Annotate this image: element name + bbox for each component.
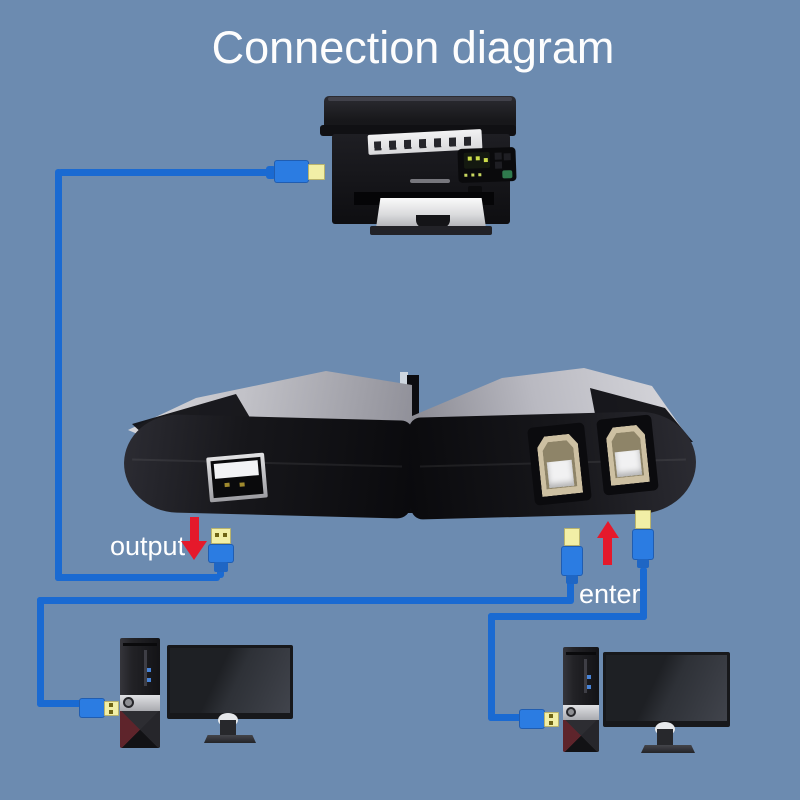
output-connector-neck bbox=[214, 562, 228, 572]
printer-side-tab bbox=[468, 186, 482, 197]
right-tower-port-strip bbox=[584, 659, 587, 693]
usb-cable-printer-bottom bbox=[55, 574, 220, 581]
usb-b-input-port-1 bbox=[527, 422, 592, 506]
red-arrow-up-icon bbox=[597, 521, 619, 538]
left-pc-connector-contact bbox=[109, 703, 113, 707]
usb-cable-inputA-vertical bbox=[567, 581, 574, 603]
printer-tray-rim bbox=[370, 226, 492, 235]
right-tower-usb-ports bbox=[587, 675, 591, 679]
printer-model-text-bar bbox=[410, 179, 450, 183]
usb-b-port-1-tongue bbox=[546, 459, 575, 489]
usb-cable-printer-left-vertical bbox=[55, 169, 62, 581]
enter-label: enter bbox=[579, 579, 641, 609]
right-monitor-base bbox=[641, 745, 695, 753]
inputB-usb-connector bbox=[632, 529, 654, 560]
usb-cable-right-pc-stub bbox=[488, 714, 524, 721]
right-monitor-stand-neck bbox=[657, 729, 673, 746]
output-label: output bbox=[110, 531, 186, 561]
right-tower-drive-slot bbox=[566, 652, 596, 655]
printer-display-glyphs bbox=[467, 156, 472, 161]
usb-b-input-port-2 bbox=[596, 414, 659, 496]
left-pc-connector-tip bbox=[104, 701, 119, 716]
right-pc-connector-contact bbox=[549, 714, 553, 718]
printer-indicator-leds bbox=[464, 173, 468, 177]
printer-buttons bbox=[494, 152, 502, 160]
right-monitor-screen bbox=[603, 652, 730, 727]
usb-cable-inputB-vertical bbox=[640, 567, 647, 620]
left-monitor-stand-neck bbox=[220, 720, 236, 736]
usb-cable-right-pc-vertical bbox=[488, 613, 495, 721]
printer-usb-connector-tip bbox=[308, 164, 325, 180]
usb-cable-left-pc-horizontal bbox=[37, 597, 574, 604]
left-monitor-base bbox=[204, 735, 256, 743]
left-tower-port-strip bbox=[144, 650, 147, 686]
printer-display bbox=[463, 151, 491, 169]
inputA-usb-connector bbox=[561, 546, 583, 576]
printer-usb-connector bbox=[274, 160, 309, 183]
printer-lid-edge bbox=[320, 125, 516, 136]
inputA-connector-tip bbox=[564, 528, 580, 546]
switch-front-face bbox=[122, 413, 414, 519]
right-tower-silver-band bbox=[563, 705, 599, 720]
right-tower-x-panel bbox=[563, 720, 599, 752]
usb-a-output-port bbox=[206, 452, 268, 503]
output-connector-contact bbox=[223, 533, 227, 537]
usb-b-port-2-tongue bbox=[614, 449, 643, 478]
left-tower-silver-band bbox=[120, 695, 160, 711]
printer-image bbox=[318, 92, 518, 242]
usb-cable-right-pc-horizontal bbox=[488, 613, 647, 620]
right-tower-logo bbox=[566, 707, 576, 717]
output-usb-connector bbox=[208, 544, 234, 563]
usb-cable-left-pc-stub bbox=[37, 700, 85, 707]
output-connector-tip bbox=[211, 528, 231, 544]
page-title: Connection diagram bbox=[211, 22, 615, 73]
red-arrow-down-icon bbox=[190, 517, 199, 542]
printer-lid-highlight bbox=[328, 97, 512, 101]
inputB-connector-tip bbox=[635, 510, 651, 529]
printer-tray-handle bbox=[416, 215, 450, 228]
left-tower-logo bbox=[123, 697, 134, 708]
usb-cable-printer-top bbox=[58, 169, 274, 176]
left-desktop-tower bbox=[120, 638, 160, 748]
right-pc-connector-tip bbox=[544, 712, 559, 727]
inputB-connector-neck bbox=[637, 559, 649, 568]
usb-cable-left-pc-vertical bbox=[37, 597, 44, 707]
right-pc-connector-contact bbox=[549, 721, 553, 725]
right-desktop-tower bbox=[563, 647, 599, 752]
printer-control-panel bbox=[457, 146, 517, 184]
red-arrow-up-shaft bbox=[603, 537, 612, 565]
left-tower-x-panel bbox=[120, 711, 160, 748]
inputA-connector-neck bbox=[566, 575, 578, 584]
output-connector-contact bbox=[215, 533, 219, 537]
right-monitor bbox=[603, 652, 730, 753]
printer-connector-strain-relief bbox=[266, 166, 276, 179]
left-monitor-screen bbox=[167, 645, 293, 719]
left-tower-usb-ports bbox=[147, 668, 151, 672]
left-pc-usb-connector bbox=[79, 698, 105, 718]
left-pc-connector-contact bbox=[109, 710, 113, 714]
right-pc-usb-connector bbox=[519, 709, 545, 729]
left-tower-drive-slot bbox=[123, 643, 157, 646]
usb-cable-output-stub bbox=[217, 568, 224, 578]
red-arrow-down-head bbox=[181, 541, 207, 560]
switch-front-gloss-line bbox=[132, 458, 403, 468]
printer-power-button bbox=[502, 170, 513, 179]
left-monitor bbox=[167, 645, 293, 743]
usb-a-port-contacts bbox=[224, 482, 230, 488]
